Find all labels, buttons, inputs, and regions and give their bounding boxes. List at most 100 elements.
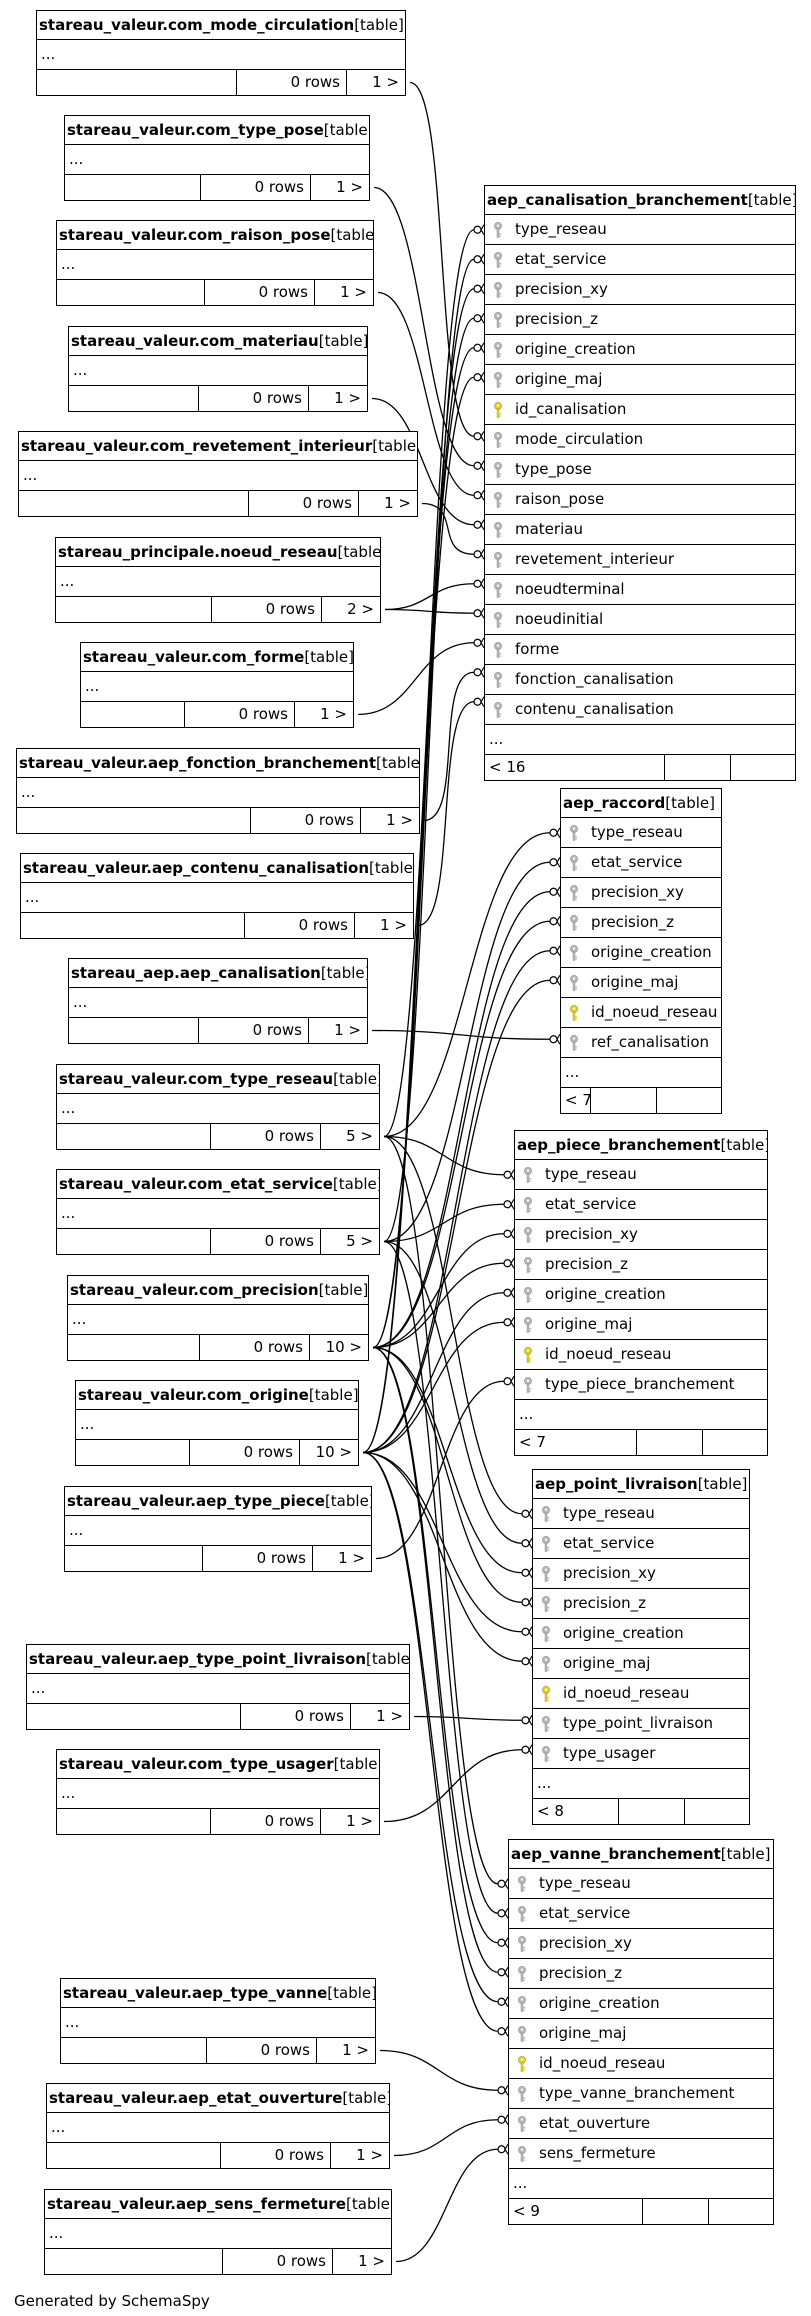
optional-marker bbox=[473, 461, 482, 470]
table-vanne-branch[interactable]: aep_vanne_branchement[table] type_reseau… bbox=[508, 1839, 774, 2225]
column-etat-service[interactable]: etat_service bbox=[515, 1190, 767, 1220]
column-precision-xy[interactable]: precision_xy bbox=[485, 275, 795, 305]
lookup-table-forme[interactable]: stareau_valeur.com_forme[table]...0 rows… bbox=[80, 642, 354, 728]
lookup-table-type-pl[interactable]: stareau_valeur.aep_type_point_livraison[… bbox=[26, 1644, 410, 1730]
column-precision-z[interactable]: precision_z bbox=[561, 908, 721, 938]
table-canal-branch[interactable]: aep_canalisation_branchement[table] type… bbox=[484, 185, 796, 781]
lookup-table-noeud[interactable]: stareau_principale.noeud_reseau[table]..… bbox=[55, 537, 381, 623]
column-etat-service[interactable]: etat_service bbox=[533, 1529, 749, 1559]
lookup-table-aep-canal[interactable]: stareau_aep.aep_canalisation[table]...0 … bbox=[68, 958, 368, 1044]
column-type-vanne-branchement[interactable]: type_vanne_branchement bbox=[509, 2079, 773, 2109]
lookup-table-revetement[interactable]: stareau_valeur.com_revetement_interieur[… bbox=[18, 431, 418, 517]
column-etat-service[interactable]: etat_service bbox=[509, 1899, 773, 1929]
column-origine-maj[interactable]: origine_maj bbox=[485, 365, 795, 395]
optional-marker bbox=[549, 976, 558, 985]
optional-marker bbox=[549, 828, 558, 837]
foreign-key-icon bbox=[493, 581, 503, 598]
lookup-table-type-pose[interactable]: stareau_valeur.com_type_pose[table]...0 … bbox=[64, 115, 370, 201]
lookup-table-materiau[interactable]: stareau_valeur.com_materiau[table]...0 r… bbox=[68, 326, 368, 412]
column-origine-creation[interactable]: origine_creation bbox=[515, 1280, 767, 1310]
lookup-table-fonction[interactable]: stareau_valeur.aep_fonction_branchement[… bbox=[16, 748, 420, 834]
column-id-noeud-reseau[interactable]: id_noeud_reseau bbox=[561, 998, 721, 1028]
column-type-point-livraison[interactable]: type_point_livraison bbox=[533, 1709, 749, 1739]
optional-marker bbox=[497, 2145, 506, 2154]
column-id-noeud-reseau[interactable]: id_noeud_reseau bbox=[533, 1679, 749, 1709]
column-mode-circulation[interactable]: mode_circulation bbox=[485, 425, 795, 455]
column-precision-z[interactable]: precision_z bbox=[485, 305, 795, 335]
table-point-livr[interactable]: aep_point_livraison[table] type_reseau e… bbox=[532, 1469, 750, 1825]
foreign-key-icon bbox=[523, 1226, 533, 1243]
column-forme[interactable]: forme bbox=[485, 635, 795, 665]
column-precision-xy[interactable]: precision_xy bbox=[561, 878, 721, 908]
lookup-table-contenu[interactable]: stareau_valeur.aep_contenu_canalisation[… bbox=[20, 853, 414, 939]
lookup-table-type-reseau[interactable]: stareau_valeur.com_type_reseau[table]...… bbox=[56, 1064, 380, 1150]
lookup-table-etat-service[interactable]: stareau_valeur.com_etat_service[table]..… bbox=[56, 1169, 380, 1255]
column-precision-z[interactable]: precision_z bbox=[509, 1959, 773, 1989]
column-etat-service[interactable]: etat_service bbox=[485, 245, 795, 275]
lookup-table-precision[interactable]: stareau_valeur.com_precision[table]...0 … bbox=[67, 1275, 369, 1361]
foreign-key-icon bbox=[493, 461, 503, 478]
table-raccord[interactable]: aep_raccord[table] type_reseau etat_serv… bbox=[560, 788, 722, 1114]
optional-marker bbox=[503, 1200, 512, 1209]
column-etat-service[interactable]: etat_service bbox=[561, 848, 721, 878]
foreign-key-icon bbox=[569, 854, 579, 871]
lookup-table-type-vanne[interactable]: stareau_valeur.aep_type_vanne[table]...0… bbox=[60, 1978, 376, 2064]
column-type-reseau[interactable]: type_reseau bbox=[515, 1160, 767, 1190]
column-origine-maj[interactable]: origine_maj bbox=[509, 2019, 773, 2049]
lookup-table-type-usager[interactable]: stareau_valeur.com_type_usager[table]...… bbox=[56, 1749, 380, 1835]
column-origine-maj[interactable]: origine_maj bbox=[533, 1649, 749, 1679]
column-origine-creation[interactable]: origine_creation bbox=[561, 938, 721, 968]
column-id-noeud-reseau[interactable]: id_noeud_reseau bbox=[509, 2049, 773, 2079]
column-precision-xy[interactable]: precision_xy bbox=[509, 1929, 773, 1959]
column-origine-maj[interactable]: origine_maj bbox=[561, 968, 721, 998]
optional-marker bbox=[497, 1909, 506, 1918]
foreign-key-icon bbox=[541, 1655, 551, 1672]
lookup-table-mode-circ[interactable]: stareau_valeur.com_mode_circulation[tabl… bbox=[36, 10, 406, 96]
lookup-table-etat-ouv[interactable]: stareau_valeur.aep_etat_ouverture[table]… bbox=[46, 2083, 390, 2169]
row-count: 0 rows bbox=[249, 491, 359, 516]
column-ref-canalisation[interactable]: ref_canalisation bbox=[561, 1028, 721, 1058]
foreign-key-icon bbox=[541, 1535, 551, 1552]
column-precision-z[interactable]: precision_z bbox=[533, 1589, 749, 1619]
column-type-reseau[interactable]: type_reseau bbox=[485, 215, 795, 245]
column-precision-z[interactable]: precision_z bbox=[515, 1250, 767, 1280]
lookup-table-type-piece[interactable]: stareau_valeur.aep_type_piece[table]...0… bbox=[64, 1486, 372, 1572]
optional-marker bbox=[473, 550, 482, 559]
column-type-reseau[interactable]: type_reseau bbox=[509, 1869, 773, 1899]
foreign-key-icon bbox=[517, 2025, 527, 2042]
column-origine-maj[interactable]: origine_maj bbox=[515, 1310, 767, 1340]
lookup-table-origine[interactable]: stareau_valeur.com_origine[table]...0 ro… bbox=[75, 1380, 359, 1466]
column-materiau[interactable]: materiau bbox=[485, 515, 795, 545]
column-type-piece-branchement[interactable]: type_piece_branchement bbox=[515, 1370, 767, 1400]
column-precision-xy[interactable]: precision_xy bbox=[515, 1220, 767, 1250]
relationship-line bbox=[383, 1240, 523, 1544]
column-etat-ouverture[interactable]: etat_ouverture bbox=[509, 2109, 773, 2139]
column-fonction-canalisation[interactable]: fonction_canalisation bbox=[485, 665, 795, 695]
foreign-key-icon bbox=[493, 311, 503, 328]
column-revetement-interieur[interactable]: revetement_interieur bbox=[485, 545, 795, 575]
column-origine-creation[interactable]: origine_creation bbox=[509, 1989, 773, 2019]
column-sens-fermeture[interactable]: sens_fermeture bbox=[509, 2139, 773, 2169]
column-type-reseau[interactable]: type_reseau bbox=[533, 1499, 749, 1529]
column-id-canalisation[interactable]: id_canalisation bbox=[485, 395, 795, 425]
column-type-pose[interactable]: type_pose bbox=[485, 455, 795, 485]
lookup-table-raison-pose[interactable]: stareau_valeur.com_raison_pose[table]...… bbox=[56, 220, 374, 306]
column-type-reseau[interactable]: type_reseau bbox=[561, 818, 721, 848]
column-noeudterminal[interactable]: noeudterminal bbox=[485, 575, 795, 605]
column-precision-xy[interactable]: precision_xy bbox=[533, 1559, 749, 1589]
column-noeudinitial[interactable]: noeudinitial bbox=[485, 605, 795, 635]
table-piece-branch[interactable]: aep_piece_branchement[table] type_reseau… bbox=[514, 1130, 768, 1456]
column-id-noeud-reseau[interactable]: id_noeud_reseau bbox=[515, 1340, 767, 1370]
lookup-table-sens-ferm[interactable]: stareau_valeur.aep_sens_fermeture[table]… bbox=[44, 2189, 392, 2275]
column-origine-creation[interactable]: origine_creation bbox=[533, 1619, 749, 1649]
column-contenu-canalisation[interactable]: contenu_canalisation bbox=[485, 695, 795, 725]
column-origine-creation[interactable]: origine_creation bbox=[485, 335, 795, 365]
relationship-line bbox=[372, 1346, 523, 1603]
foreign-key-icon bbox=[493, 611, 503, 628]
column-type-usager[interactable]: type_usager bbox=[533, 1739, 749, 1769]
column-raison-pose[interactable]: raison_pose bbox=[485, 485, 795, 515]
